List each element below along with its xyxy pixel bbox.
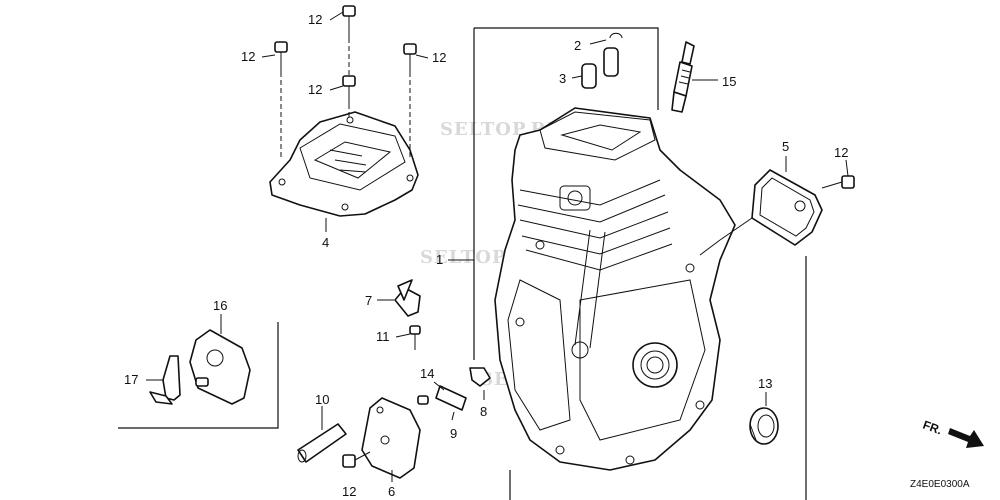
bolt-12-middle [342, 75, 356, 118]
bolt-12-gasket [821, 175, 855, 189]
clip-8 [469, 367, 491, 387]
callout-12: 12 [342, 484, 356, 499]
callout-12: 12 [308, 82, 322, 97]
hose-17 [149, 355, 209, 405]
bolt-12-right [403, 43, 417, 160]
callout-14: 14 [420, 366, 434, 381]
callout-12: 12 [432, 50, 446, 65]
bolt-14 [417, 395, 429, 405]
callout-1: 1 [436, 252, 443, 267]
callout-7: 7 [365, 293, 372, 308]
valve-keeper-2 [603, 32, 623, 77]
direction-label: FR. [921, 418, 944, 438]
plate-9 [435, 385, 467, 411]
bolt-12-top [342, 5, 356, 75]
valve-seal-3 [581, 63, 597, 89]
bolt-12-bottom [342, 451, 371, 468]
cylinder-head-cover [269, 111, 419, 217]
oil-seal-13 [749, 407, 779, 445]
callout-3: 3 [559, 71, 566, 86]
callout-13: 13 [758, 376, 772, 391]
callout-12: 12 [308, 12, 322, 27]
callout-12: 12 [834, 145, 848, 160]
assembly-frame [474, 27, 659, 110]
breather-tube-7 [394, 279, 421, 317]
callout-2: 2 [574, 38, 581, 53]
leader-lines [146, 11, 849, 482]
side-cover-6 [361, 397, 421, 479]
bolt-12-left [274, 41, 288, 160]
subassembly-frame [118, 322, 279, 429]
cover-16 [189, 329, 251, 405]
tube-10 [297, 423, 347, 463]
callout-6: 6 [388, 484, 395, 499]
callout-8: 8 [480, 404, 487, 419]
gasket-5 [699, 169, 823, 500]
front-direction-arrow [948, 428, 984, 448]
drawing-reference: Z4E0E0300A [910, 479, 970, 490]
spark-plug [671, 41, 695, 113]
callout-4: 4 [322, 235, 329, 250]
callout-16: 16 [213, 298, 227, 313]
cylinder-block [494, 107, 736, 471]
callout-9: 9 [450, 426, 457, 441]
callout-11: 11 [376, 329, 390, 344]
bolt-11 [409, 325, 421, 350]
callout-17: 17 [124, 372, 138, 387]
callout-10: 10 [315, 392, 329, 407]
callout-5: 5 [782, 139, 789, 154]
callout-12: 12 [241, 49, 255, 64]
callout-15: 15 [722, 74, 736, 89]
